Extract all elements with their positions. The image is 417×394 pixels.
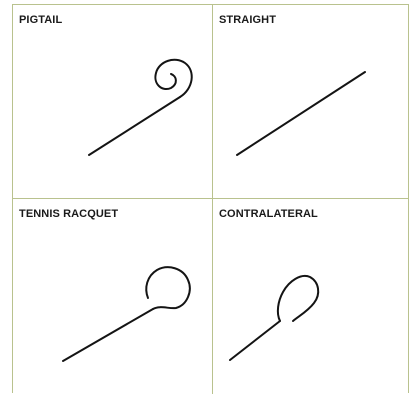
pigtail-cell: PIGTAIL: [13, 5, 213, 199]
straight-cell: STRAIGHT: [213, 5, 408, 199]
pigtail-shaft: [89, 97, 180, 155]
tennis-racquet-curve-icon: [13, 199, 213, 394]
tennis-racquet-cell: TENNIS RACQUET: [13, 199, 213, 394]
contralateral-loop: [278, 276, 318, 321]
pigtail-curve-icon: [13, 5, 213, 199]
contralateral-cell: CONTRALATERAL: [213, 199, 408, 394]
straight-line-icon: [213, 5, 408, 199]
contralateral-shaft: [230, 321, 280, 360]
pigtail-loop: [155, 60, 191, 97]
tennis-racquet-loop: [146, 267, 189, 309]
contralateral-curve-icon: [213, 199, 408, 394]
catheter-shape-grid: PIGTAIL STRAIGHT TENNIS RACQUET CONTRALA…: [12, 4, 409, 393]
straight-shaft: [237, 72, 365, 155]
tennis-racquet-shaft: [63, 309, 153, 361]
